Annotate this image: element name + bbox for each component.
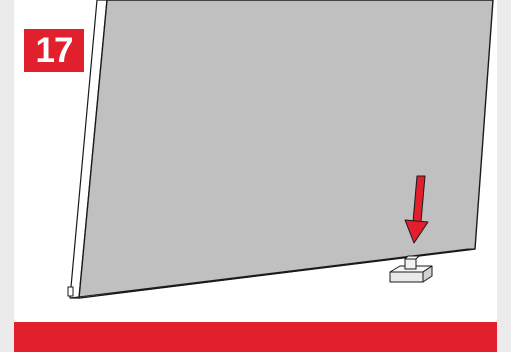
step-number-badge: 17: [24, 29, 84, 72]
board-bottom-edge: [69, 248, 476, 299]
bottom-accent-bar: [14, 322, 497, 352]
foot-piece: [389, 255, 433, 283]
arrow-down-icon: [404, 175, 429, 244]
board-notch: [67, 286, 74, 297]
